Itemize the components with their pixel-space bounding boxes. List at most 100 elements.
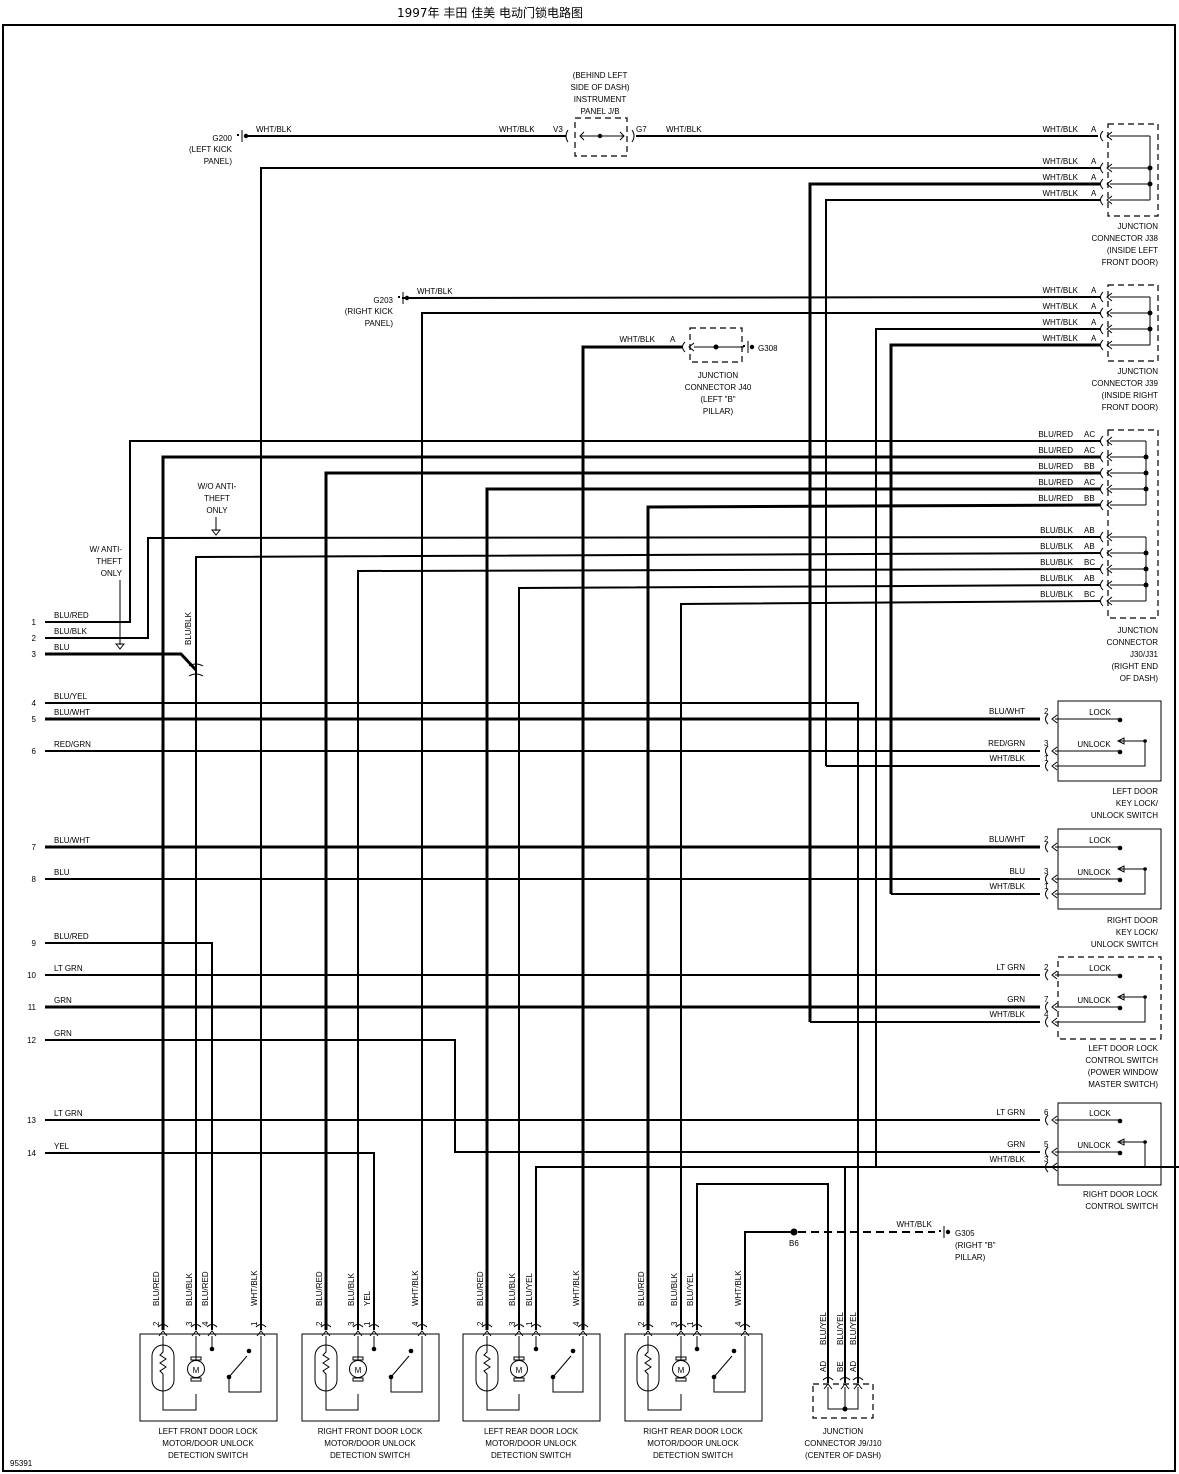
splice-dot [597, 133, 603, 139]
junction-j30-j31-label: (RIGHT END [1111, 662, 1158, 671]
motor-brush [513, 1377, 525, 1382]
wire-segment [45, 1152, 375, 1330]
wire-label: BLU/YEL [686, 1273, 695, 1306]
connector-pin-icon [1045, 1161, 1049, 1173]
connector-pin-icon [1051, 1115, 1058, 1125]
switch-label: UNLOCK SWITCH [1091, 940, 1158, 949]
pin-label: AC [1084, 430, 1095, 439]
resistor-icon [644, 1336, 682, 1411]
wire-label: BLU/YEL [849, 1312, 858, 1345]
junction-j9-j10-label: CONNECTOR J9/J10 [804, 1439, 882, 1448]
ground-dot [749, 344, 755, 350]
wire-segment [260, 167, 1100, 1330]
splice-dot [713, 344, 719, 350]
connector-pin-icon [578, 1330, 588, 1337]
wire-label: BLU/RED [54, 932, 89, 941]
terminal-number: 10 [27, 971, 36, 980]
detection-switch-icon [228, 1355, 248, 1378]
terminal-number: 12 [27, 1036, 36, 1045]
wire-label: GRN [54, 1029, 72, 1038]
note-with-antitheft: THEFT [96, 557, 122, 566]
connector-pin-icon [1045, 1001, 1049, 1013]
ground-marker [398, 296, 400, 298]
wire-segment [324, 471, 1100, 1330]
switch-label: (POWER WINDOW [1088, 1068, 1159, 1077]
terminal-number: 3 [32, 650, 37, 659]
connector-pin-icon [1100, 563, 1104, 575]
motor-brush [675, 1356, 687, 1361]
wire-label: RED/GRN [54, 740, 91, 749]
pin-label: AC [1084, 478, 1095, 487]
switch-contact [533, 1346, 539, 1352]
pin-label: 5 [1044, 1140, 1049, 1149]
connector-pin-icon [1051, 874, 1058, 884]
connector-pin-icon [739, 1324, 751, 1328]
pin-label: 2 [476, 1321, 485, 1326]
wire-label: BLU/BLK [185, 1272, 194, 1306]
motor-label: DETECTION SWITCH [330, 1451, 410, 1460]
splice-dot [1143, 867, 1147, 871]
connector-pin-icon [417, 1330, 427, 1337]
splice-dot [1143, 470, 1149, 476]
switch-box [1057, 700, 1162, 782]
arrow-icon [1116, 1138, 1125, 1146]
wire-label: WHT/BLK [411, 1270, 420, 1306]
splice-dot [1143, 454, 1149, 460]
motor-brush [352, 1377, 364, 1382]
connector-pin-icon [481, 1324, 493, 1328]
terminal-number: 5 [32, 715, 37, 724]
pin-label: BE [836, 1361, 845, 1372]
detection-switch-icon [713, 1355, 733, 1378]
wire-label: WHT/BLK [734, 1270, 743, 1306]
splice-dot [842, 1406, 848, 1412]
junction-j39-label: JUNCTION [1118, 367, 1159, 376]
connector-pin-icon [1045, 760, 1049, 772]
connector-pin-icon [1045, 1146, 1049, 1158]
connector-pin-icon [1045, 888, 1049, 900]
pin-label: A [1091, 334, 1097, 343]
wire-label: WHT/BLK [989, 754, 1025, 763]
motor-symbol: M [516, 1366, 523, 1375]
pin-label: AD [819, 1361, 828, 1372]
connector-pin-icon [1100, 162, 1104, 174]
switch-contact [1117, 1150, 1123, 1156]
switch-contact [209, 1346, 215, 1352]
switch-contact [246, 1348, 252, 1354]
ground-g200-location: PANEL) [204, 157, 233, 166]
connector-pin-icon [1045, 1114, 1049, 1126]
pin-label: A [670, 335, 676, 344]
wire-segment [518, 584, 1101, 1330]
pin-label: 3 [1044, 1155, 1049, 1164]
wire-segment [45, 702, 859, 1383]
unlock-label: UNLOCK [1077, 868, 1111, 877]
ground-g305-id: G305 [955, 1229, 975, 1238]
terminal-number: 9 [32, 939, 37, 948]
switch-internal [1055, 741, 1146, 767]
wire-segment [875, 328, 1100, 1167]
motor-box [624, 1333, 763, 1422]
switch-lead [552, 1336, 584, 1393]
motor-label: MOTOR/DOOR UNLOCK [647, 1439, 739, 1448]
pin-label: 1 [1044, 754, 1049, 763]
connector-pin-icon [321, 1330, 331, 1337]
connector-pin-icon [643, 1330, 653, 1337]
connector-pin-icon [740, 1330, 750, 1337]
component-layer [114, 117, 1162, 1422]
connector-pin-icon [256, 1330, 266, 1337]
ground-dot [945, 1229, 951, 1235]
splice-dot [1143, 582, 1149, 588]
lock-label: LOCK [1089, 836, 1111, 845]
connector-pin-icon [255, 1324, 267, 1328]
connector-pin-icon [1051, 1162, 1058, 1172]
pin-label: AB [1084, 574, 1095, 583]
pin-label: BC [1084, 590, 1095, 599]
junction-j40-box [689, 327, 743, 363]
connector-pin-icon [1106, 308, 1113, 318]
switch-contact [408, 1348, 414, 1354]
note-with-antitheft: W/ ANTI- [90, 545, 123, 554]
switch-internal [1055, 869, 1146, 895]
note-without-antitheft: THEFT [204, 494, 230, 503]
switch-lead [228, 1336, 262, 1393]
splice-dot [1147, 310, 1153, 316]
pin-label: 1 [686, 1321, 695, 1326]
